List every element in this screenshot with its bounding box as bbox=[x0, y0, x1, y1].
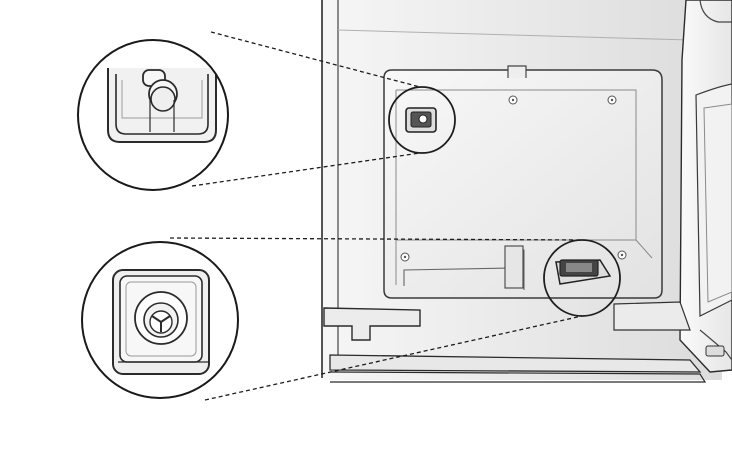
upper-detail-marker bbox=[388, 86, 456, 154]
upper-callout bbox=[77, 39, 229, 191]
panel-screws bbox=[400, 95, 627, 262]
lower-callout bbox=[81, 241, 239, 399]
recessed-panel bbox=[383, 65, 663, 299]
leader-lines bbox=[169, 31, 583, 401]
upper-fitting bbox=[405, 107, 437, 133]
open-door bbox=[613, 0, 732, 373]
lower-fitting bbox=[555, 259, 612, 285]
front-foot bbox=[323, 307, 421, 341]
